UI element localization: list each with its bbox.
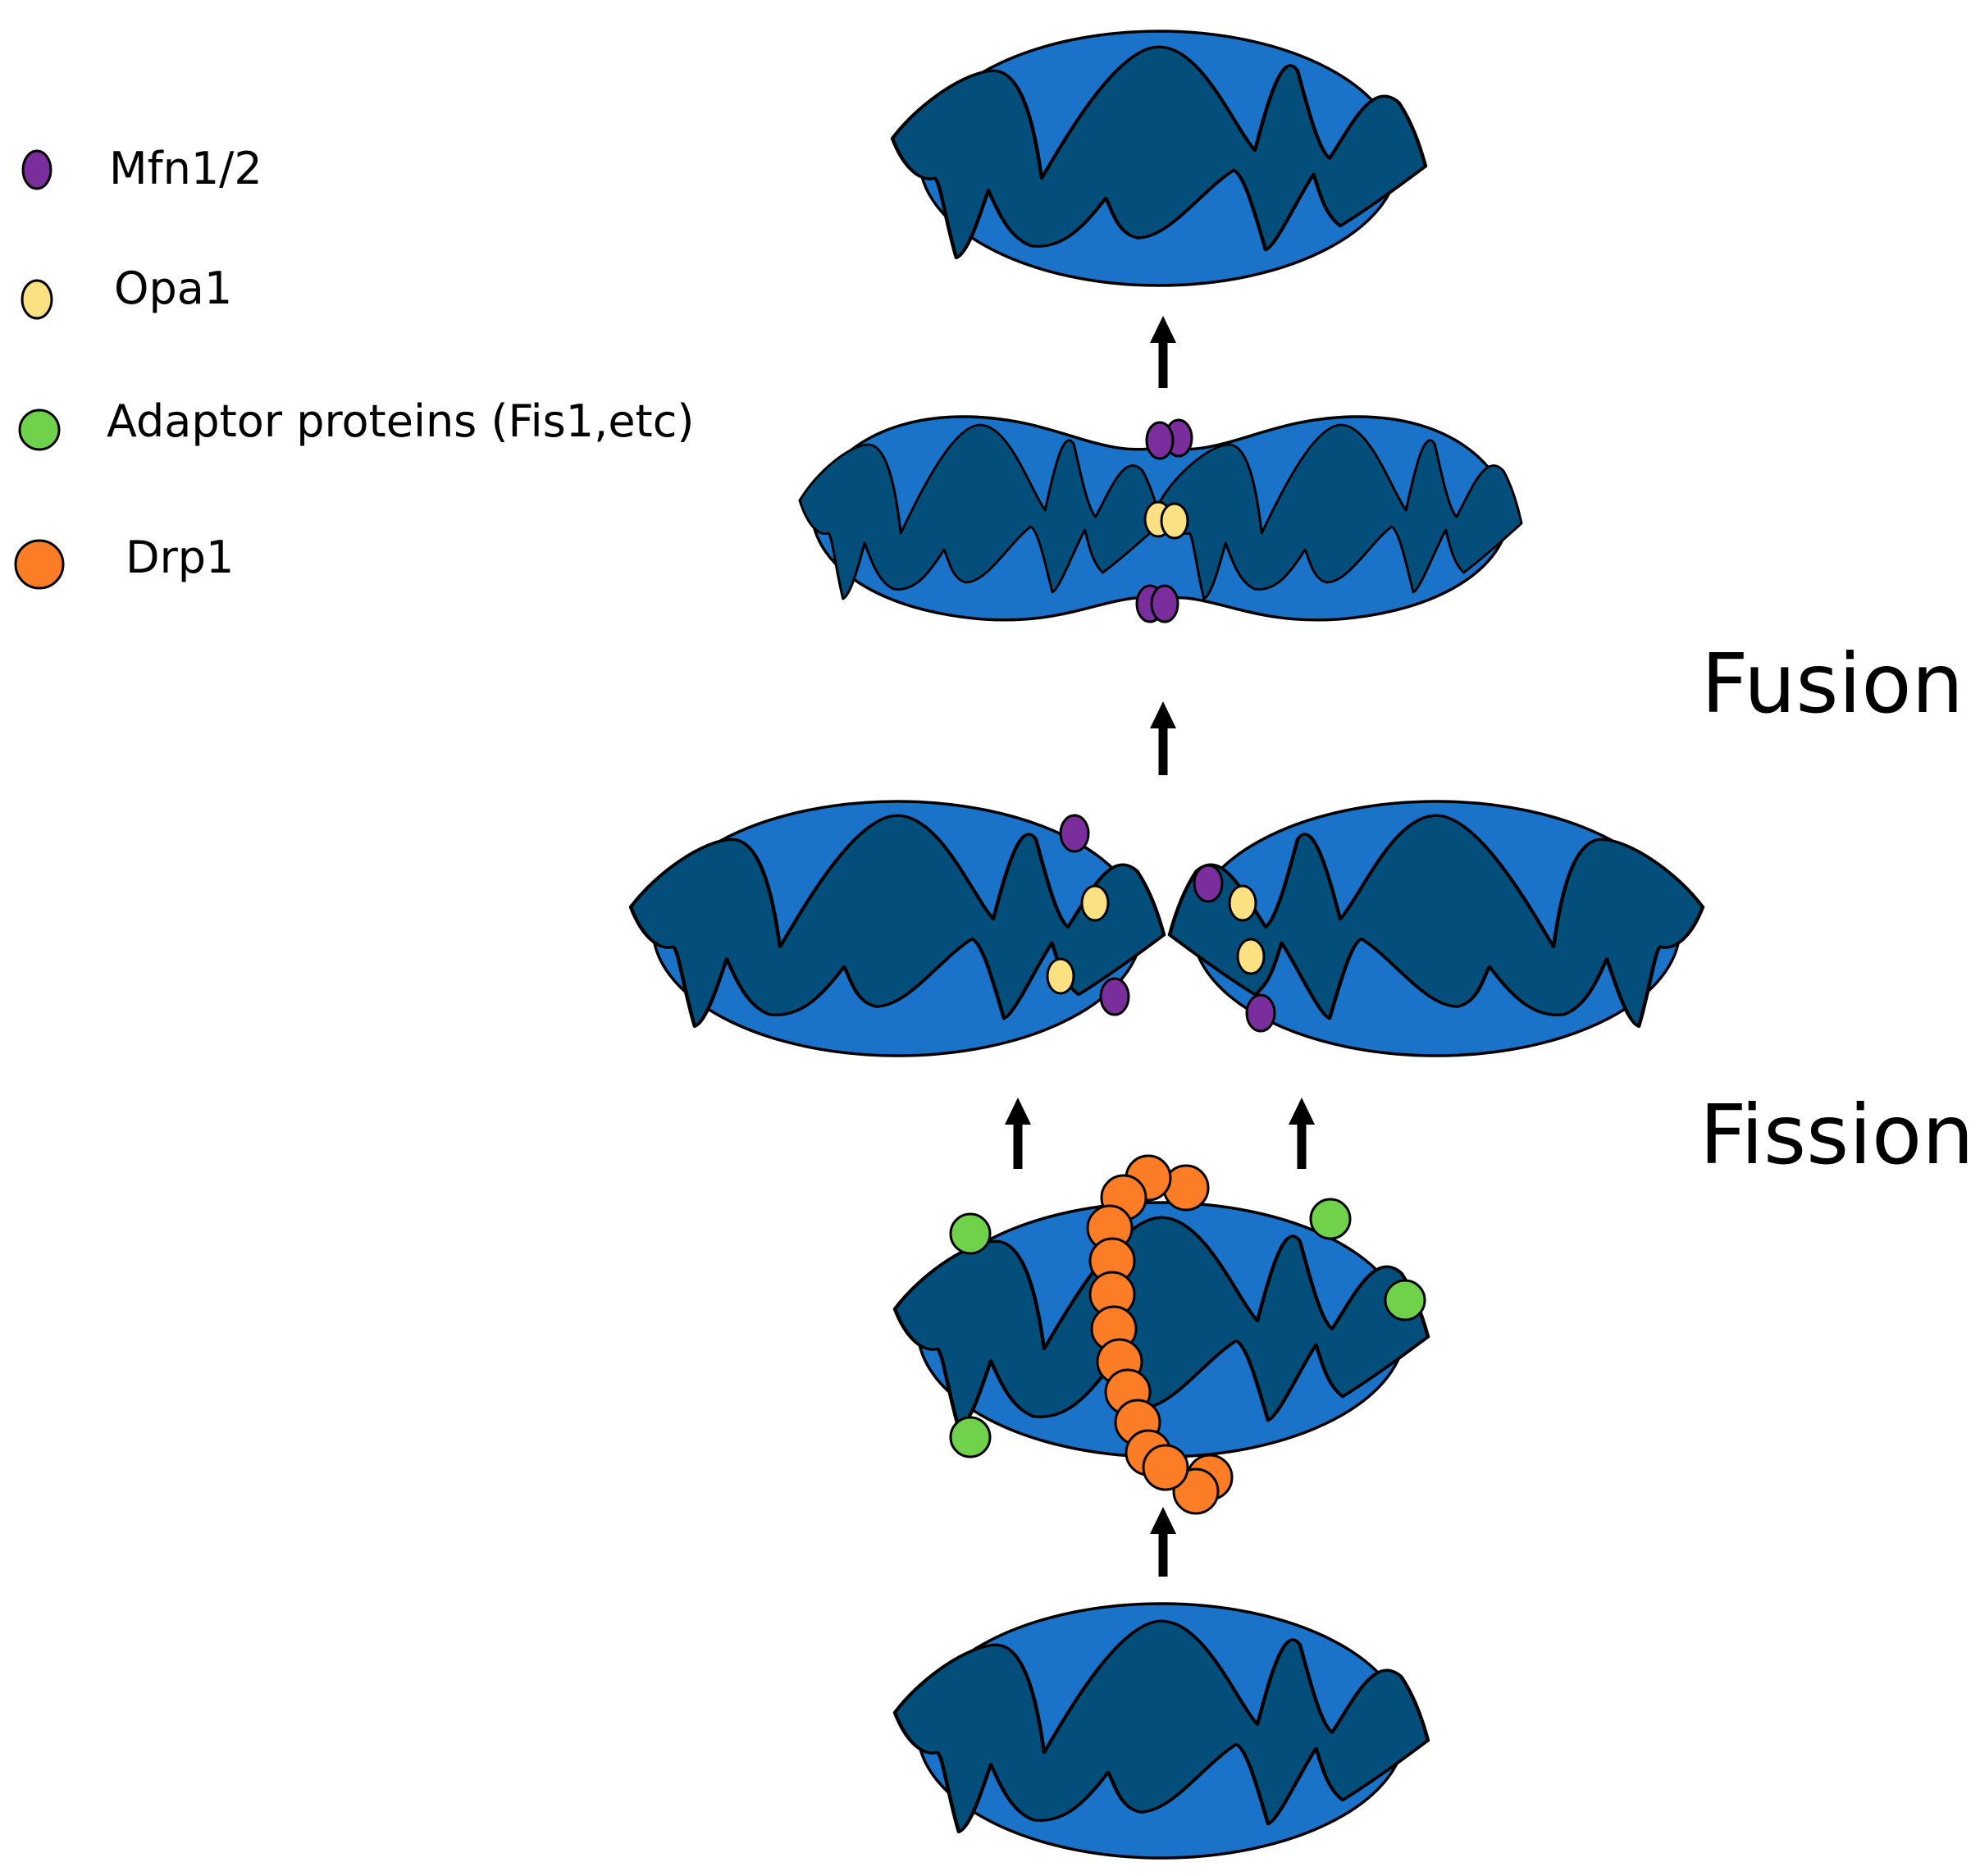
phase-label-fusion: Fusion <box>1701 636 1964 732</box>
mfn-marker <box>1193 864 1224 903</box>
legend-item-mfn: Mfn1/2 <box>21 143 262 194</box>
opa-marker <box>1160 502 1189 540</box>
legend-item-opa: Opa1 <box>21 262 232 320</box>
legend-item-drp: Drp1 <box>14 532 234 590</box>
arrow-fission-bottom <box>1150 1507 1176 1577</box>
adaptor-marker <box>1384 1279 1426 1321</box>
mfn-marker <box>1245 993 1276 1033</box>
opa-marker <box>1236 938 1266 975</box>
arrow-fusion-top <box>1150 316 1176 388</box>
mitochondrion-pre-fusion-left <box>631 800 1164 1057</box>
mitochondrion-fused <box>892 30 1426 287</box>
mfn-icon <box>21 149 52 190</box>
legend-label-mfn: Mfn1/2 <box>109 143 262 194</box>
mitochondrion-dividing <box>895 1154 1428 1515</box>
mfn-marker <box>1099 977 1130 1016</box>
mfn-marker <box>1150 584 1179 623</box>
mitochondrion-resting <box>895 1602 1428 1860</box>
legend-label-drp: Drp1 <box>125 532 234 583</box>
mfn-marker <box>1145 421 1175 460</box>
drp-marker <box>1142 1444 1189 1491</box>
drp1-ring <box>1086 1154 1234 1515</box>
legend-label-opa: Opa1 <box>114 262 232 314</box>
mitochondrion-pre-fusion-right <box>1170 800 1703 1057</box>
arrow-fission-right <box>1289 1098 1315 1169</box>
drp-icon <box>14 539 65 590</box>
arrow-fission-left <box>1005 1098 1031 1169</box>
phase-label-fission: Fission <box>1699 1087 1974 1183</box>
opa-marker <box>1080 884 1110 922</box>
adaptor-marker <box>1309 1198 1352 1240</box>
opa-marker <box>1046 957 1075 995</box>
opa-marker <box>1228 884 1257 922</box>
arrow-fusion-middle <box>1150 701 1176 775</box>
mfn-marker <box>1059 814 1090 853</box>
adaptor-icon <box>18 409 61 451</box>
mitochondrion-fusing <box>798 415 1523 623</box>
adaptor-marker <box>949 1416 992 1458</box>
opa-icon <box>21 279 53 320</box>
legend-label-adaptor: Adaptor proteins (Fis1,etc) <box>107 395 694 447</box>
legend-item-adaptor: Adaptor proteins (Fis1,etc) <box>18 395 694 451</box>
adaptor-marker <box>949 1212 992 1255</box>
legend: Mfn1/2 Opa1 Adaptor proteins (Fis1,etc) … <box>14 143 694 590</box>
